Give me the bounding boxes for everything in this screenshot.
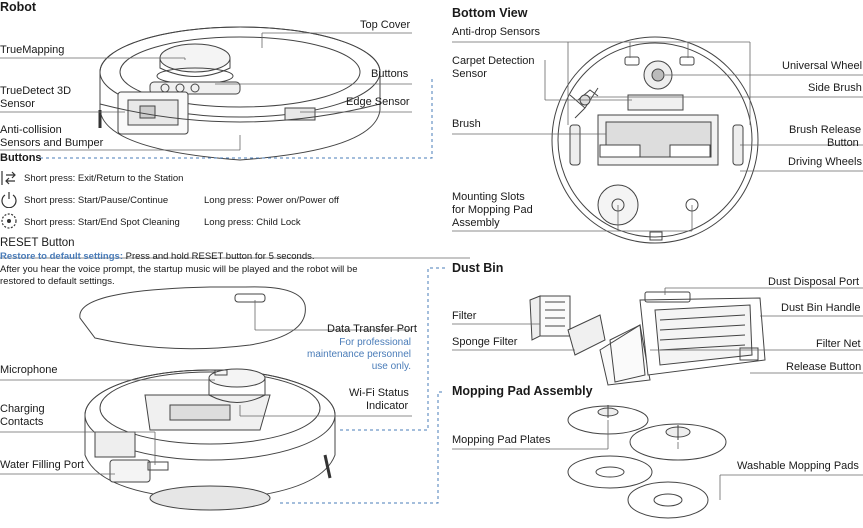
- label-brush-release-line1: Brush Release: [789, 124, 862, 136]
- reset-title: RESET Button: [0, 237, 75, 249]
- label-brush: Brush: [452, 118, 481, 130]
- note-line-3: use only.: [371, 361, 411, 372]
- spot-clean-icon: [1, 213, 17, 229]
- label-mounting-line1: Mounting Slots: [452, 191, 525, 203]
- label-top-cover: Top Cover: [360, 19, 411, 31]
- note-line-2: maintenance personnel: [307, 349, 411, 360]
- robot-exploded-illustration: [79, 286, 336, 511]
- mopping-pad-illustration: [567, 405, 727, 519]
- mopping-title: Mopping Pad Assembly: [452, 384, 593, 398]
- button-row-1-short: Short press: Exit/Return to the Station: [24, 173, 184, 184]
- leader-lines: [0, 32, 863, 500]
- label-truedetect-line1: TrueDetect 3D: [0, 85, 72, 97]
- button-row-3-short: Short press: Start/End Spot Cleaning: [24, 217, 180, 228]
- robot-bottom-illustration: [551, 36, 759, 244]
- label-mounting-line3: Assembly: [452, 217, 500, 229]
- robot-section-title: Robot: [0, 0, 37, 14]
- bottom-view-title: Bottom View: [452, 6, 528, 20]
- label-water-filling-port: Water Filling Port: [0, 459, 84, 471]
- label-release-button: Release Button: [786, 361, 862, 373]
- label-wifi-line2: Indicator: [366, 400, 409, 412]
- label-charging-line2: Contacts: [0, 416, 44, 428]
- label-anti-drop: Anti-drop Sensors: [452, 26, 541, 38]
- label-charging-line1: Charging: [0, 403, 45, 415]
- dust-bin-title: Dust Bin: [452, 261, 504, 275]
- label-filter: Filter: [452, 310, 477, 322]
- label-truedetect-line2: Sensor: [0, 98, 35, 110]
- label-edge-sensor: Edge Sensor: [346, 96, 410, 108]
- label-anticollision-line2: Sensors and Bumper: [0, 137, 104, 149]
- label-anticollision-line1: Anti-collision: [0, 124, 62, 136]
- label-side-brush: Side Brush: [808, 82, 862, 94]
- home-return-icon: [1, 171, 16, 185]
- label-dust-disposal-port: Dust Disposal Port: [768, 276, 860, 288]
- reset-line-3: restored to default settings.: [0, 276, 115, 287]
- button-row-3-long: Long press: Child Lock: [204, 217, 301, 228]
- power-icon: [1, 192, 17, 208]
- reset-line-1-bold: Restore to default settings:: [0, 251, 123, 262]
- reset-line-2: After you hear the voice prompt, the sta…: [0, 264, 358, 275]
- label-carpet-line1: Carpet Detection: [452, 55, 535, 67]
- label-filter-net: Filter Net: [816, 338, 861, 350]
- label-universal-wheel: Universal Wheel: [782, 60, 863, 72]
- label-wifi-line1: Wi-Fi Status: [349, 387, 409, 399]
- label-mopping-plates: Mopping Pad Plates: [452, 434, 551, 446]
- note-line-1: For professional: [339, 337, 411, 348]
- label-sponge-filter: Sponge Filter: [452, 336, 518, 348]
- dust-bin-illustration: [529, 291, 766, 386]
- label-microphone: Microphone: [0, 364, 58, 376]
- reset-line-1-rest: Press and hold RESET button for 5 second…: [123, 251, 315, 262]
- label-truemapping: TrueMapping: [0, 44, 65, 56]
- button-row-2-short: Short press: Start/Pause/Continue: [24, 195, 169, 206]
- reset-line-1: Restore to default settings: Press and h…: [0, 251, 315, 263]
- label-carpet-line2: Sensor: [452, 68, 487, 80]
- buttons-section-title: Buttons: [0, 152, 42, 164]
- robot-top-illustration: [98, 26, 381, 161]
- label-brush-release-line2: Button: [827, 137, 859, 149]
- label-washable-pads: Washable Mopping Pads: [737, 460, 859, 472]
- label-mounting-line2: for Mopping Pad: [452, 204, 533, 216]
- label-data-transfer-port: Data Transfer Port: [327, 323, 417, 335]
- label-driving-wheels: Driving Wheels: [788, 156, 862, 168]
- label-dust-bin-handle: Dust Bin Handle: [781, 302, 861, 314]
- label-buttons: Buttons: [371, 68, 409, 80]
- button-row-2-long: Long press: Power on/Power off: [204, 195, 340, 206]
- dashed-connectors: [40, 78, 445, 504]
